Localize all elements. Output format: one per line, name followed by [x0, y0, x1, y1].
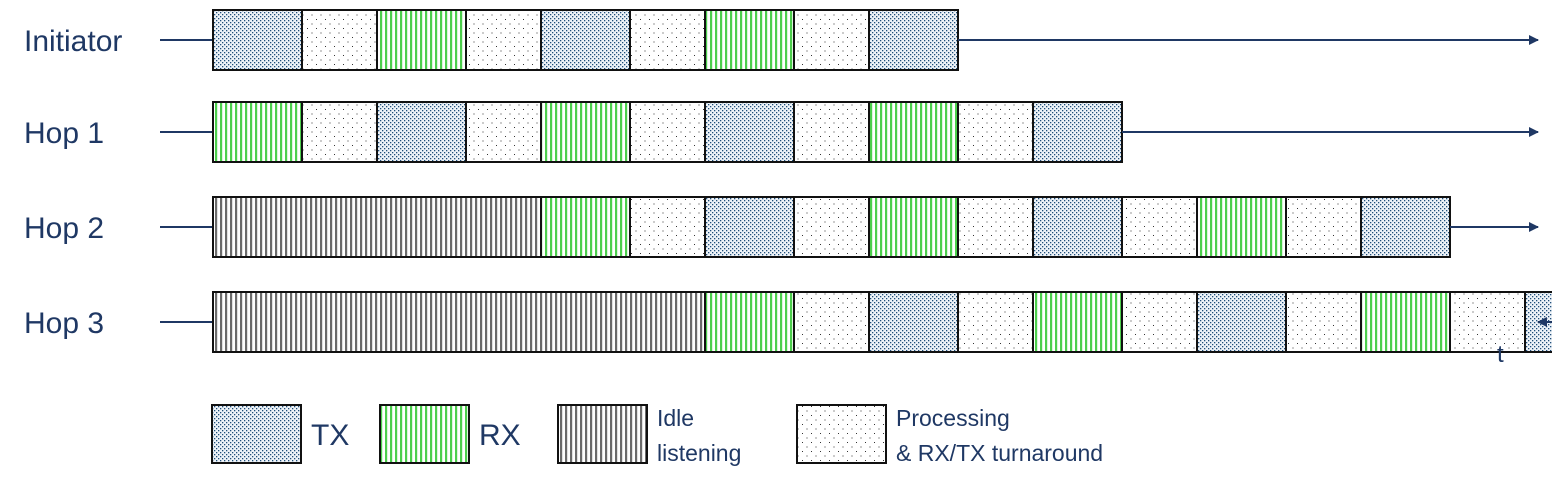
legend-label: RX [479, 419, 521, 452]
tx-segment [704, 196, 795, 258]
legend-swatch-rx [379, 404, 470, 464]
processing-segment [629, 9, 706, 71]
rx-segment [868, 196, 959, 258]
time-axis-label: t [1497, 341, 1504, 368]
timeline-row: Initiator [24, 9, 1539, 71]
processing-segment [957, 101, 1034, 163]
rx-segment [1360, 291, 1451, 353]
legend-label: TX [311, 419, 349, 452]
timeline-row: Hop 1 [24, 101, 1539, 163]
rx-segment [376, 9, 467, 71]
tx-segment [1032, 196, 1123, 258]
legend: TX RX Idle listening Processing & RX/TX turna… [211, 404, 1103, 466]
legend-swatch-p [796, 404, 887, 464]
tx-segment [868, 291, 959, 353]
legend-item: RX [379, 404, 521, 464]
tx-segment [868, 9, 959, 71]
processing-segment [629, 101, 706, 163]
processing-segment [465, 9, 542, 71]
row-label: Hop 3 [24, 307, 104, 340]
timeline-row: Hop 2 [24, 196, 1539, 258]
idle-listening-segment [212, 196, 542, 258]
rx-segment [212, 101, 303, 163]
processing-segment [1449, 291, 1526, 353]
processing-segment [793, 101, 870, 163]
processing-segment [301, 101, 378, 163]
processing-segment [629, 196, 706, 258]
legend-item: Processing & RX/TX turnaround [796, 404, 1103, 466]
processing-segment [793, 291, 870, 353]
tx-segment [704, 101, 795, 163]
legend-label: & RX/TX turnaround [896, 440, 1103, 466]
rx-segment [540, 196, 631, 258]
rx-segment [704, 291, 795, 353]
legend-swatch-tx [211, 404, 302, 464]
rx-segment [868, 101, 959, 163]
processing-segment [465, 101, 542, 163]
tx-segment [1196, 291, 1287, 353]
processing-segment [301, 9, 378, 71]
legend-label: Idle [657, 405, 694, 431]
processing-segment [1121, 196, 1198, 258]
rx-segment [1196, 196, 1287, 258]
row-label: Initiator [24, 25, 122, 58]
legend-item: TX [211, 404, 349, 464]
processing-segment [793, 9, 870, 71]
processing-segment [957, 196, 1034, 258]
processing-segment [793, 196, 870, 258]
legend-label: Processing [896, 405, 1010, 431]
tx-segment [212, 9, 303, 71]
idle-listening-segment [212, 291, 706, 353]
legend-swatch-idle [557, 404, 648, 464]
tx-segment [540, 9, 631, 71]
processing-segment [1285, 196, 1362, 258]
timeline-row: Hop 3 [24, 291, 1552, 353]
tx-segment [1032, 101, 1123, 163]
row-label: Hop 2 [24, 212, 104, 245]
rx-segment [540, 101, 631, 163]
rx-segment [704, 9, 795, 71]
processing-segment [1285, 291, 1362, 353]
processing-segment [1121, 291, 1198, 353]
tx-segment [376, 101, 467, 163]
legend-item: Idle listening [557, 404, 741, 466]
legend-label: listening [657, 440, 741, 466]
row-label: Hop 1 [24, 117, 104, 150]
tx-segment [1360, 196, 1451, 258]
rx-segment [1032, 291, 1123, 353]
processing-segment [957, 291, 1034, 353]
